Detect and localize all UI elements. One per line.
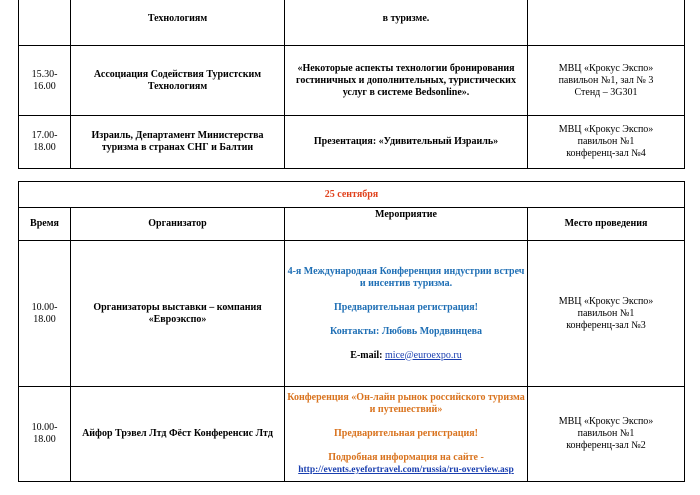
place-line: павильон №1, зал № 3 xyxy=(558,74,654,86)
organizer-cell: Айфор Трэвел Лтд Фёст Конференсис Лтд xyxy=(70,386,285,482)
place-line: конференц-зал №4 xyxy=(566,148,646,159)
event-cell: 4-я Международная Конференция индустрии … xyxy=(284,240,528,387)
header-event: Мероприятие xyxy=(284,207,528,241)
place-cell: МВЦ «Крокус Экспо» павильон №1 конференц… xyxy=(527,386,685,482)
schedule-table-day-1: Технологиям в туризме. 15.30-16.00 Ассоц… xyxy=(18,0,685,169)
place-line: МВЦ «Крокус Экспо» xyxy=(558,295,654,307)
header-organizer: Организатор xyxy=(70,207,285,241)
time-cell: 10.00-18.00 xyxy=(18,240,71,387)
table-row: 10.00-18.00 Организаторы выставки – комп… xyxy=(18,240,685,387)
event-cell: в туризме. xyxy=(284,0,528,46)
place-cell: МВЦ «Крокус Экспо» павильон №1, зал № 3 … xyxy=(527,45,685,116)
event-registration: Предварительная регистрация! xyxy=(334,301,478,313)
organizer-cell: Технологиям xyxy=(70,0,285,46)
time-cell xyxy=(18,0,71,46)
table-row: 17.00-18.00 Израиль, Департамент Министе… xyxy=(18,115,685,169)
event-cell: Конференция «Он-лайн рынок российского т… xyxy=(284,386,528,482)
email-label: E-mail: xyxy=(350,349,383,361)
place-line: МВЦ «Крокус Экспо» xyxy=(558,124,654,135)
place-line: павильон №1 xyxy=(577,428,635,439)
time-cell: 10.00-18.00 xyxy=(18,386,71,482)
header-time: Время xyxy=(18,207,71,241)
place-line: Стенд – 3G301 xyxy=(574,86,638,98)
table-row: 10.00-18.00 Айфор Трэвел Лтд Фёст Конфер… xyxy=(18,386,685,482)
event-email-line: E-mail: mice@euroexpo.ru xyxy=(287,350,525,362)
event-website-link[interactable]: http://events.eyefortravel.com/russia/ru… xyxy=(298,465,514,475)
event-title: Конференция «Он-лайн рынок российского т… xyxy=(287,392,525,415)
header-row: Время Организатор Мероприятие Место пров… xyxy=(18,207,685,241)
place-line: конференц-зал №3 xyxy=(566,319,646,331)
place-line: павильон №1 xyxy=(577,307,635,319)
organizer-cell: Ассоциация Содействия Туристским Техноло… xyxy=(70,45,285,116)
place-line: МВЦ «Крокус Экспо» xyxy=(558,416,654,427)
event-registration: Предварительная регистрация! xyxy=(334,428,478,439)
event-contacts: Контакты: Любовь Мордвинцева xyxy=(329,325,483,337)
time-cell: 17.00-18.00 xyxy=(18,115,71,169)
place-line: конференц-зал №2 xyxy=(566,440,646,451)
time-cell: 15.30-16.00 xyxy=(18,45,71,116)
organizer-cell: Израиль, Департамент Министерства туризм… xyxy=(70,115,285,169)
place-line: павильон №1 xyxy=(577,136,635,147)
event-title: 4-я Международная Конференция индустрии … xyxy=(287,265,525,289)
date-heading: 25 сентября xyxy=(18,181,685,208)
event-cell: Презентация: «Удивительный Израиль» xyxy=(284,115,528,169)
date-row: 25 сентября xyxy=(18,181,685,208)
place-cell xyxy=(527,0,685,46)
event-info: Подробная информация на сайте - xyxy=(328,452,484,463)
place-cell: МВЦ «Крокус Экспо» павильон №1 конференц… xyxy=(527,115,685,169)
event-cell: «Некоторые аспекты технологии бронирован… xyxy=(284,45,528,116)
table-row: 15.30-16.00 Ассоциация Содействия Турист… xyxy=(18,45,685,116)
place-cell: МВЦ «Крокус Экспо» павильон №1 конференц… xyxy=(527,240,685,387)
organizer-cell: Организаторы выставки – компания «Евроэк… xyxy=(70,240,285,387)
header-place: Место проведения xyxy=(527,207,685,241)
table-row: Технологиям в туризме. xyxy=(18,0,685,46)
place-line: МВЦ «Крокус Экспо» xyxy=(558,62,654,74)
email-link[interactable]: mice@euroexpo.ru xyxy=(385,349,462,361)
schedule-table-day-2: 25 сентября Время Организатор Мероприяти… xyxy=(18,181,685,482)
